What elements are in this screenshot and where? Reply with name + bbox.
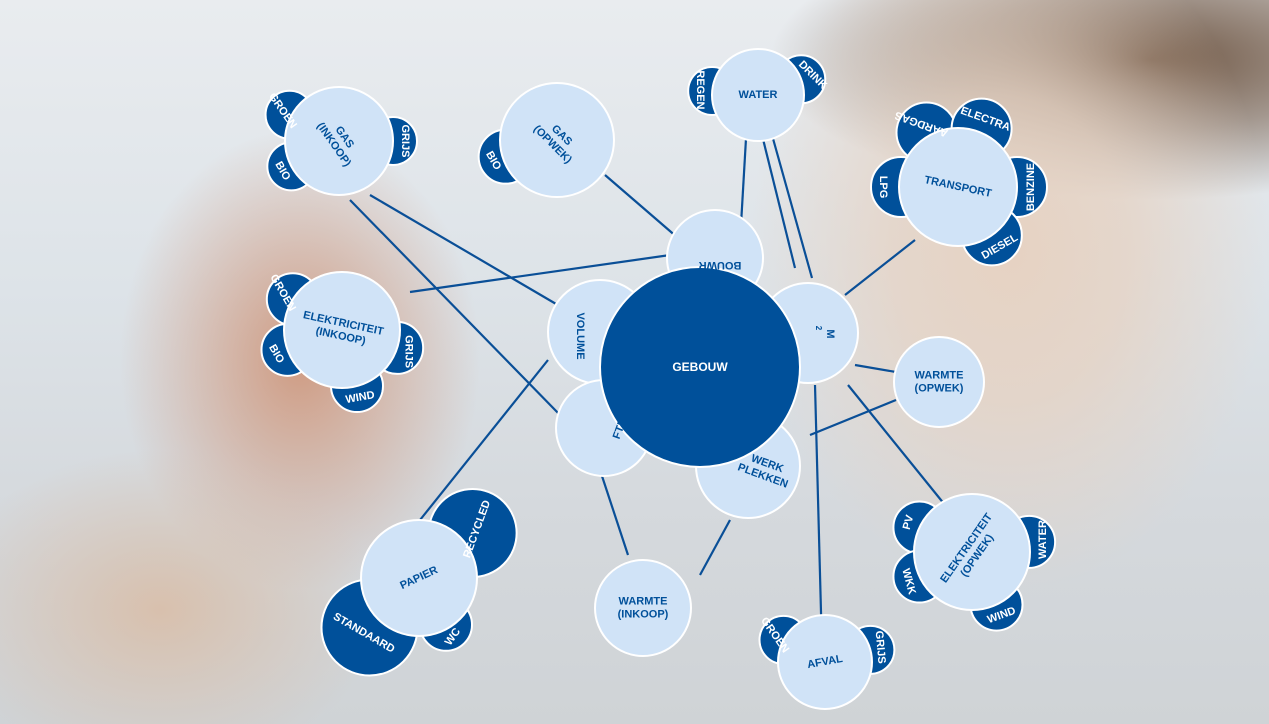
- warmte-inkoop-label: WARMTE(INKOOP): [618, 595, 669, 620]
- elek-opwek-circle: [913, 493, 1031, 611]
- volume-label: VOLUME: [574, 312, 586, 359]
- afval-petal-label: GRIJS: [873, 630, 888, 664]
- line-m2-transport: [844, 239, 916, 296]
- warmte-inkoop-circle: [594, 559, 692, 657]
- transport-petal-label: LPG: [877, 176, 889, 199]
- line-fte-gas-inkoop: [349, 199, 561, 416]
- elek-opwek-petal-label: PV: [901, 513, 917, 531]
- elek-inkoop-petal-label: WIND: [345, 389, 376, 406]
- afval-circle: [777, 614, 873, 710]
- elek-inkoop-petal-label: GRIJS: [403, 335, 415, 368]
- gas-inkoop-petal-label: GRIJS: [399, 124, 411, 157]
- elek-inkoop-circle: [283, 271, 401, 389]
- line-werkplekken-warmte-opwek: [809, 398, 897, 437]
- line-m2-afval: [813, 384, 824, 651]
- warmte-opwek-label: WARMTE(OPWEK): [915, 369, 964, 394]
- line-m2-water-b: [770, 134, 814, 279]
- papier-circle: [360, 519, 478, 637]
- line-werkplekken-warmte-inkoop: [699, 519, 731, 576]
- water-label: WATER: [739, 89, 778, 101]
- gebouw-center: [599, 266, 801, 468]
- line-volume-gas-inkoop: [369, 194, 581, 319]
- warmte-inkoop-node: WARMTE(INKOOP): [594, 559, 692, 657]
- water-petal-label: REGEN: [694, 70, 706, 109]
- water-circle: [711, 48, 805, 142]
- line-bouwr-elek-inkoop: [409, 253, 671, 294]
- gas-inkoop-circle: [284, 86, 394, 196]
- connector-lines: [349, 103, 946, 651]
- line-m2-warmte-opwek: [854, 363, 897, 374]
- gas-opwek-circle: [499, 82, 615, 198]
- line-m2-water-a: [760, 134, 797, 269]
- line-volume-papier: [419, 359, 549, 521]
- line-m2-elek-opwek: [847, 384, 946, 506]
- m2-superscript: 2: [814, 326, 823, 331]
- transport-petal-label: BENZINE: [1025, 163, 1037, 211]
- m2-label: M: [824, 329, 836, 338]
- elek-opwek-petal-label: WATER: [1037, 520, 1049, 559]
- line-bouwr-gas-opwek: [604, 174, 679, 239]
- line-fte-warmte-inkoop: [598, 469, 630, 556]
- warmte-opwek-node: WARMTE(OPWEK): [893, 336, 985, 428]
- warmte-opwek-circle: [893, 336, 985, 428]
- bouwr-label: BOUWR: [699, 259, 742, 271]
- gebouw-label: GEBOUW: [672, 360, 728, 374]
- transport-circle: [898, 127, 1018, 247]
